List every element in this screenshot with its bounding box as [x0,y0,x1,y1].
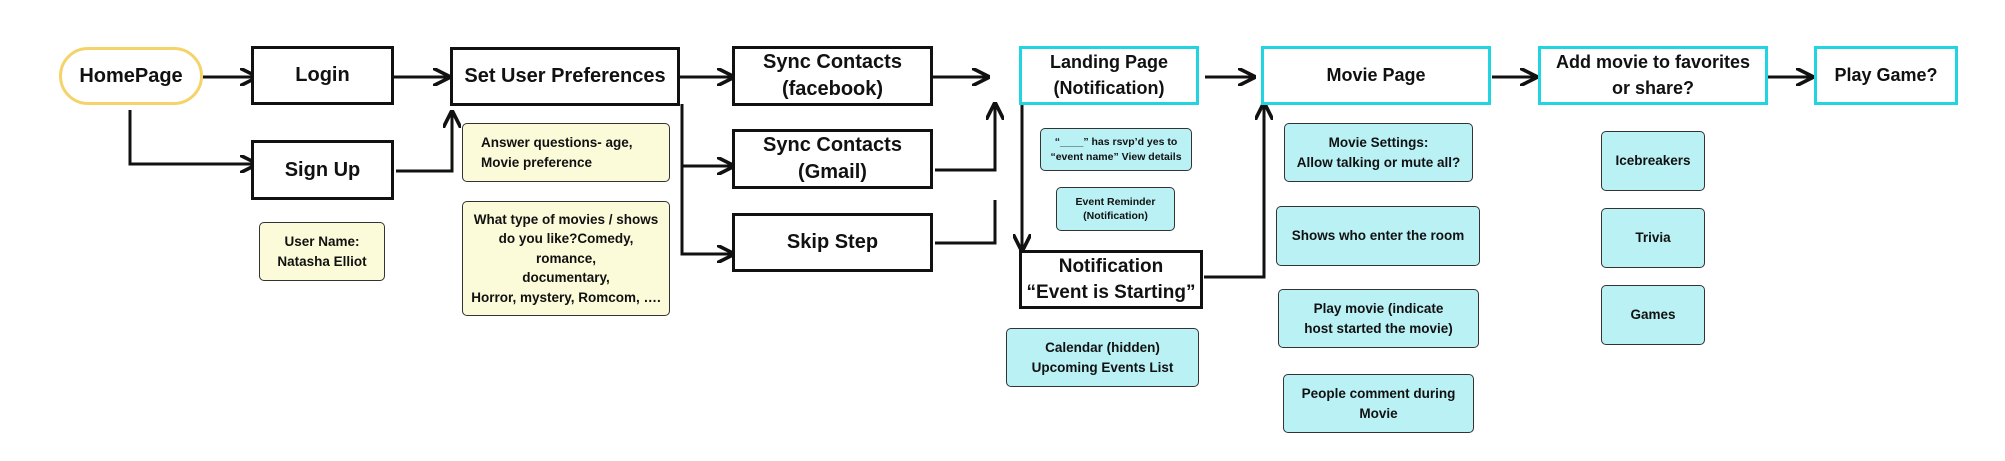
notification-line2: “Event is Starting” [1026,281,1196,303]
rsvp-line1: “____” has rsvp’d yes to [1054,136,1178,149]
skip-step-node[interactable]: Skip Step [732,213,933,272]
play-movie-note: Play movie (indicate host started the mo… [1278,289,1479,348]
movie-types-note: What type of movies / shows do you like?… [462,201,670,316]
set-preferences-node[interactable]: Set User Preferences [450,47,680,106]
play-movie-line2: host started the movie) [1304,320,1453,336]
event-reminder-note: Event Reminder (Notification) [1056,187,1175,231]
sync-facebook-line2: (facebook) [781,78,884,100]
calendar-note: Calendar (hidden) Upcoming Events List [1006,328,1199,387]
arrow-skip-landing [935,200,997,245]
answer-questions-line1: Answer questions- age, [481,134,633,150]
add-favorites-line2: or share? [1611,77,1694,98]
landing-page-line1: Landing Page [1049,52,1168,73]
arrow-gmail-landing [935,104,995,172]
notification-line1: Notification [1058,255,1164,277]
sync-facebook-node[interactable]: Sync Contacts (facebook) [732,46,933,106]
movie-page-label: Movie Page [1326,64,1426,85]
answer-questions-line2: Movie preference [481,154,593,170]
people-comment-note: People comment during Movie [1283,374,1474,433]
movie-settings-line2: Allow talking or mute all? [1296,154,1461,170]
signup-label: Sign Up [284,158,361,181]
notification-node[interactable]: Notification “Event is Starting” [1019,250,1203,309]
calendar-line1: Calendar (hidden) [1045,339,1160,355]
add-favorites-line1: Add movie to favorites [1555,52,1751,73]
login-label: Login [295,64,350,86]
movie-types-line2: do you like?Comedy, romance, [498,231,634,266]
landing-page-node[interactable]: Landing Page (Notification) [1019,46,1199,105]
sync-gmail-node[interactable]: Sync Contacts (Gmail) [732,129,933,189]
homepage-node[interactable]: HomePage [59,47,203,105]
movie-types-line1: What type of movies / shows [473,211,659,227]
icebreakers-note: Icebreakers [1601,131,1705,191]
arrow-notification-movie [1204,104,1264,279]
event-reminder-line2: (Notification) [1083,210,1148,222]
username-line1: User Name: [284,233,360,249]
calendar-line2: Upcoming Events List [1031,359,1174,375]
arrow-prefs-skip [680,166,733,254]
answer-questions-note: Answer questions- age, Movie preference [462,123,670,182]
games-note: Games [1601,285,1705,345]
play-game-node[interactable]: Play Game? [1814,46,1958,105]
play-movie-line1: Play movie (indicate [1313,300,1444,316]
set-preferences-label: Set User Preferences [464,65,666,87]
trivia-label: Trivia [1635,230,1671,246]
people-comment-line2: Movie [1359,405,1398,421]
sync-facebook-line1: Sync Contacts [763,51,902,73]
arrow-signup-prefs [396,112,452,173]
movie-settings-line1: Movie Settings: [1328,134,1429,150]
skip-step-label: Skip Step [786,231,879,253]
sync-gmail-line2: (Gmail) [798,161,867,183]
username-line2: Natasha Elliot [277,253,367,269]
trivia-note: Trivia [1601,208,1705,268]
username-note: User Name: Natasha Elliot [259,222,385,281]
add-favorites-node[interactable]: Add movie to favorites or share? [1538,46,1768,105]
sync-gmail-line1: Sync Contacts [763,134,902,156]
shows-who-label: Shows who enter the room [1291,228,1465,244]
icebreakers-label: Icebreakers [1615,153,1691,169]
movie-types-line3: documentary, [522,270,610,286]
arrow-prefs-gmail [680,104,733,166]
rsvp-note: “____” has rsvp’d yes to “event name” Vi… [1040,128,1192,171]
play-game-label: Play Game? [1834,64,1938,85]
games-label: Games [1630,307,1676,323]
landing-page-line2: (Notification) [1053,77,1165,98]
rsvp-line2: “event name” View details [1050,150,1182,163]
signup-node[interactable]: Sign Up [251,140,394,200]
movie-types-line4: Horror, mystery, Romcom, …. [471,289,661,305]
homepage-label: HomePage [79,64,183,87]
movie-settings-note: Movie Settings: Allow talking or mute al… [1284,123,1473,182]
people-comment-line1: People comment during [1301,385,1456,401]
arrow-home-signup [128,110,256,164]
movie-page-node[interactable]: Movie Page [1261,46,1491,105]
shows-who-note: Shows who enter the room [1276,206,1480,266]
login-node[interactable]: Login [251,46,394,105]
event-reminder-line1: Event Reminder [1075,195,1156,208]
